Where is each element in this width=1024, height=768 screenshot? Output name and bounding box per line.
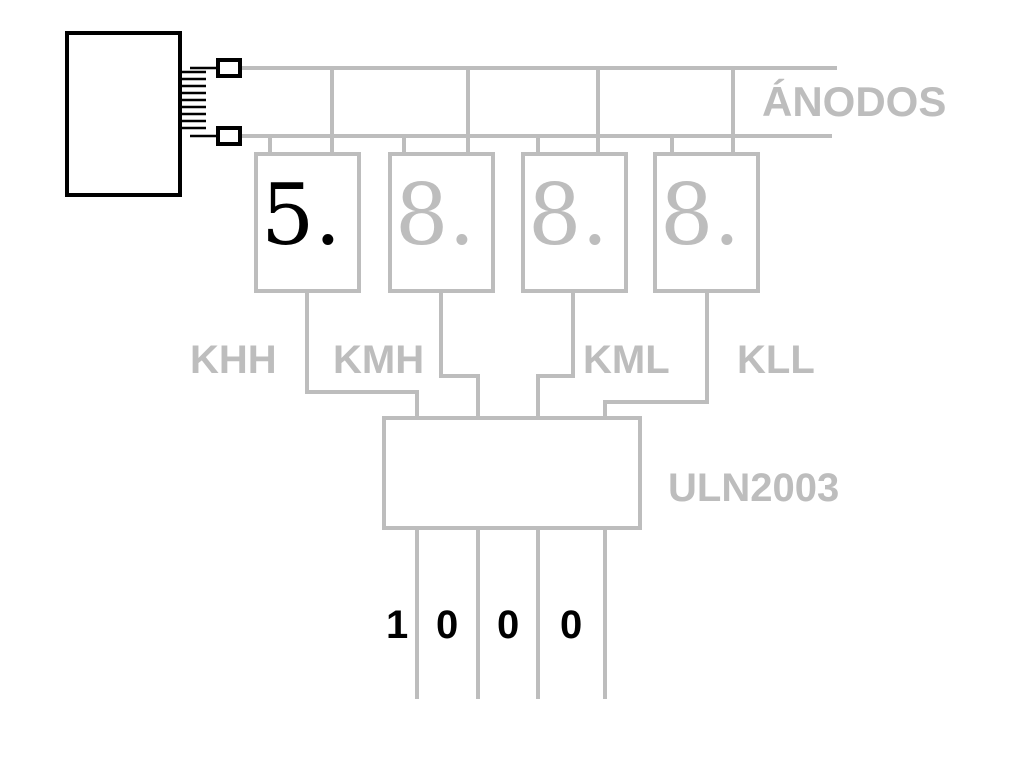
display-digit-2: 8.: [395, 166, 475, 264]
cathode-label-kll: KLL: [737, 338, 815, 382]
cathode-wire-khh: [305, 289, 419, 420]
anode-drops: [268, 134, 735, 156]
cathode-label-khh: KHH: [190, 338, 277, 382]
cathode-label-kml: KML: [583, 338, 670, 382]
connector-module: [65, 31, 242, 197]
display-digit-4: 8.: [660, 166, 740, 264]
input-bit-1: 1: [386, 603, 408, 647]
cathode-wire-kmh: [439, 289, 480, 420]
anodes-label: ÁNODOS: [762, 78, 946, 125]
driver-box: [382, 416, 642, 530]
input-bit-2: 0: [436, 603, 458, 647]
cathode-wire-kml: [536, 289, 575, 420]
input-bit-3: 0: [497, 603, 519, 647]
display-box-4: [653, 152, 760, 293]
cathode-wire-kll: [603, 289, 709, 420]
driver-label: ULN2003: [668, 466, 839, 510]
cathode-label-kmh: KMH: [333, 338, 424, 382]
display-digit-1: 5.: [261, 166, 341, 264]
input-bit-4: 0: [560, 603, 582, 647]
display-digit-3: 8.: [528, 166, 608, 264]
display-box-1: [254, 152, 361, 293]
